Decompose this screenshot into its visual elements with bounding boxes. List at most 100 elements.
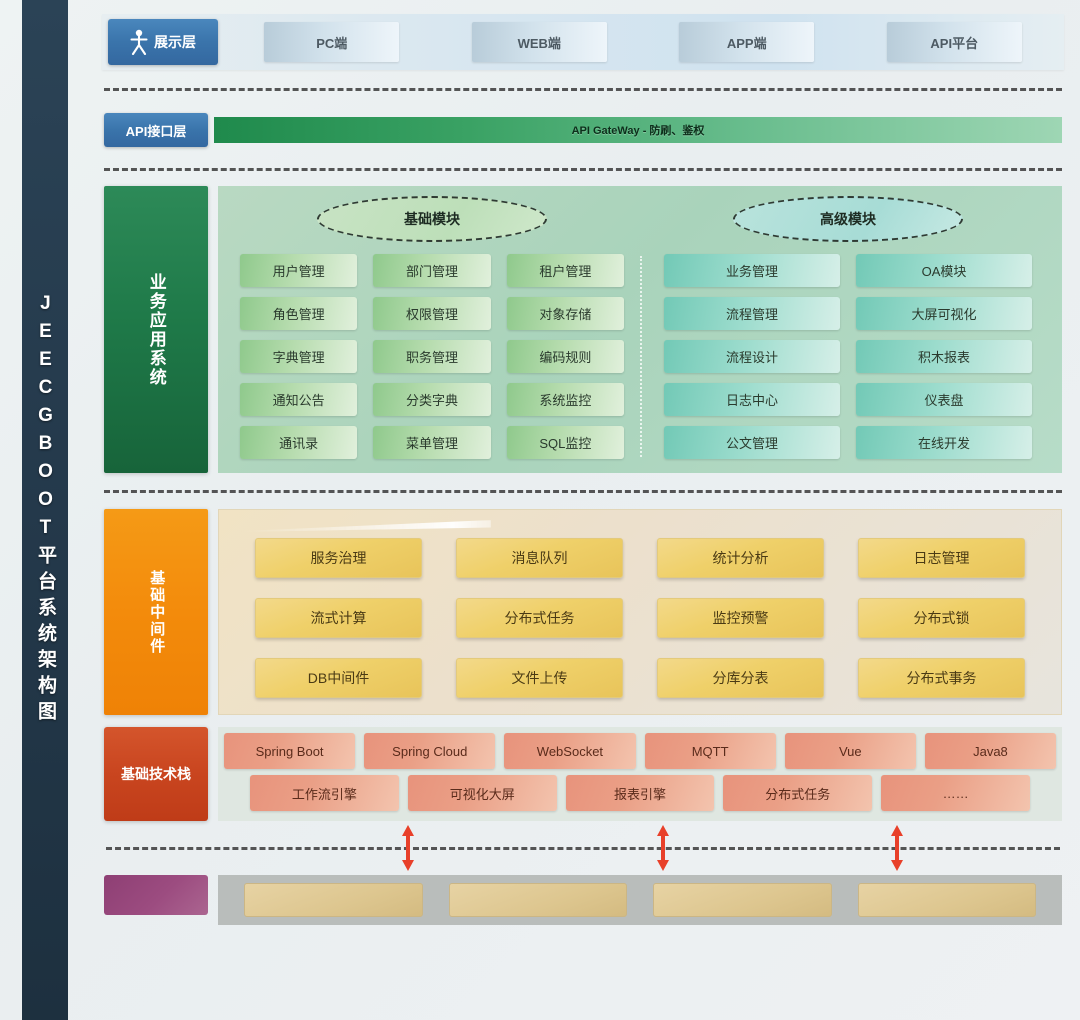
- basic-module-box[interactable]: 菜单管理: [373, 426, 491, 459]
- module-group-titles: 基础模块 高级模块: [224, 196, 1056, 242]
- middleware-box[interactable]: 文件上传: [456, 658, 623, 698]
- presentation-layer-tag[interactable]: 展示层: [108, 19, 218, 65]
- basic-module-box[interactable]: 通知公告: [240, 383, 358, 416]
- basic-module-box[interactable]: 对象存储: [506, 297, 624, 330]
- middleware-box[interactable]: 日志管理: [858, 538, 1025, 578]
- tech-stack-box[interactable]: 可视化大屏: [407, 775, 557, 811]
- middleware-box[interactable]: 流式计算: [255, 598, 422, 638]
- decorative-sliver: [241, 520, 491, 532]
- advanced-module-box[interactable]: 大屏可视化: [856, 297, 1032, 330]
- advanced-module-title: 高级模块: [733, 196, 963, 242]
- api-layer-tag[interactable]: API接口层: [104, 113, 208, 147]
- api-gateway-bar[interactable]: API GateWay - 防刷、鉴权: [214, 117, 1062, 143]
- basic-module-title-wrap: 基础模块: [224, 196, 640, 242]
- bottom-layer-tag[interactable]: [104, 875, 208, 915]
- middleware-box[interactable]: 监控预警: [657, 598, 824, 638]
- double-arrow-icon: [657, 825, 669, 871]
- tab-api-platform[interactable]: API平台: [886, 22, 1022, 62]
- middleware-box[interactable]: 分库分表: [657, 658, 824, 698]
- tech-stack-box[interactable]: WebSocket: [504, 733, 636, 769]
- person-icon: [130, 29, 148, 55]
- middleware-box[interactable]: 分布式事务: [858, 658, 1025, 698]
- tech-stack-box[interactable]: Spring Boot: [224, 733, 356, 769]
- basic-module-box[interactable]: 租户管理: [506, 254, 624, 287]
- bottom-layer-row: [104, 875, 1062, 925]
- business-layer-label: 业务应用系统: [146, 272, 166, 387]
- bottom-box[interactable]: [857, 883, 1036, 917]
- advanced-module-box[interactable]: OA模块: [856, 254, 1032, 287]
- business-layer-tag[interactable]: 业务应用系统: [104, 186, 208, 473]
- advanced-module-box[interactable]: 业务管理: [664, 254, 840, 287]
- basic-module-box[interactable]: 部门管理: [373, 254, 491, 287]
- advanced-module-box[interactable]: 积木报表: [856, 340, 1032, 373]
- separator-business-middleware: [104, 489, 1062, 493]
- middleware-layer-label: 基础中间件: [148, 569, 166, 655]
- advanced-module-title-wrap: 高级模块: [640, 196, 1056, 242]
- tech-stack-row-2: 工作流引擎可视化大屏报表引擎分布式任务……: [224, 775, 1056, 811]
- basic-module-box[interactable]: 系统监控: [506, 383, 624, 416]
- tech-stack-box[interactable]: 分布式任务: [723, 775, 873, 811]
- basic-module-grid: 用户管理部门管理租户管理角色管理权限管理对象存储字典管理职务管理编码规则通知公告…: [224, 254, 640, 459]
- basic-module-box[interactable]: SQL监控: [506, 426, 624, 459]
- api-layer-band: API接口层 API GateWay - 防刷、鉴权: [104, 108, 1062, 152]
- diagram-canvas: 展示层 PC端 WEB端 APP端 API平台 API接口层 API GateW…: [86, 0, 1080, 1020]
- tab-app[interactable]: APP端: [679, 22, 815, 62]
- tech-stack-box[interactable]: 工作流引擎: [250, 775, 399, 811]
- basic-module-half: 用户管理部门管理租户管理角色管理权限管理对象存储字典管理职务管理编码规则通知公告…: [224, 254, 640, 459]
- advanced-module-box[interactable]: 仪表盘: [856, 383, 1032, 416]
- tech-stack-layer-tag[interactable]: 基础技术栈: [104, 727, 208, 821]
- tech-stack-box[interactable]: Vue: [784, 733, 916, 769]
- double-arrow-icon: [891, 825, 903, 871]
- tab-web[interactable]: WEB端: [471, 22, 607, 62]
- middleware-box[interactable]: 分布式锁: [858, 598, 1025, 638]
- tech-stack-layer-label: 基础技术栈: [121, 766, 191, 782]
- double-arrow-icon: [402, 825, 414, 871]
- middleware-box[interactable]: DB中间件: [255, 658, 422, 698]
- tab-pc[interactable]: PC端: [264, 22, 400, 62]
- presentation-layer-label: 展示层: [154, 34, 196, 50]
- advanced-module-grid: 业务管理 OA模块流程管理大屏可视化流程设计积木报表日志中心仪表盘公文管理在线开发: [640, 254, 1056, 459]
- tech-stack-box[interactable]: MQTT: [644, 733, 776, 769]
- advanced-module-box[interactable]: 流程管理: [664, 297, 840, 330]
- advanced-module-box[interactable]: 日志中心: [664, 383, 840, 416]
- basic-module-box[interactable]: 职务管理: [373, 340, 491, 373]
- business-layer-row: 业务应用系统 基础模块 高级模块 用户管理部门管理租户管理角色管理权限管理对象存…: [104, 186, 1062, 473]
- separator-api-business: [104, 167, 1062, 171]
- advanced-module-box[interactable]: 公文管理: [664, 426, 840, 459]
- separator-tech-bottom: [106, 847, 1060, 850]
- middleware-box[interactable]: 消息队列: [456, 538, 623, 578]
- bottom-box[interactable]: [653, 883, 832, 917]
- presentation-layer-band: 展示层 PC端 WEB端 APP端 API平台: [102, 14, 1064, 70]
- middleware-grid: 服务治理消息队列统计分析日志管理流式计算分布式任务监控预警分布式锁 DB中间件文件…: [229, 538, 1051, 698]
- basic-module-title: 基础模块: [317, 196, 547, 242]
- bottom-box[interactable]: [448, 883, 627, 917]
- middleware-box[interactable]: 统计分析: [657, 538, 824, 578]
- tech-stack-box[interactable]: ……: [881, 775, 1030, 811]
- basic-module-box[interactable]: 分类字典: [373, 383, 491, 416]
- advanced-module-box[interactable]: 在线开发: [856, 426, 1032, 459]
- api-gateway-label: API GateWay - 防刷、鉴权: [571, 125, 705, 137]
- api-layer-label: API接口层: [125, 123, 187, 139]
- arrow-separator-band: [104, 821, 1062, 875]
- tech-stack-box[interactable]: 报表引擎: [565, 775, 715, 811]
- business-layer-body: 基础模块 高级模块 用户管理部门管理租户管理角色管理权限管理对象存储字典管理职务…: [218, 186, 1062, 473]
- basic-module-box[interactable]: 权限管理: [373, 297, 491, 330]
- basic-module-box[interactable]: 通讯录: [240, 426, 358, 459]
- presentation-tabs: PC端 WEB端 APP端 API平台: [218, 22, 1058, 62]
- tech-stack-box[interactable]: Spring Cloud: [364, 733, 496, 769]
- basic-module-box[interactable]: 字典管理: [240, 340, 358, 373]
- basic-module-box[interactable]: 用户管理: [240, 254, 358, 287]
- tech-stack-box[interactable]: Java8: [924, 733, 1057, 769]
- separator-presentation-api: [104, 87, 1062, 91]
- middleware-box[interactable]: 分布式任务: [456, 598, 623, 638]
- middleware-layer-tag[interactable]: 基础中间件: [104, 509, 208, 715]
- bottom-box[interactable]: [244, 883, 423, 917]
- middleware-box[interactable]: 服务治理: [255, 538, 422, 578]
- advanced-module-box[interactable]: 流程设计: [664, 340, 840, 373]
- basic-module-box[interactable]: 编码规则: [506, 340, 624, 373]
- basic-module-box[interactable]: 角色管理: [240, 297, 358, 330]
- diagram-title-bar: JEECGBOOT平台系统架构图: [22, 0, 68, 1020]
